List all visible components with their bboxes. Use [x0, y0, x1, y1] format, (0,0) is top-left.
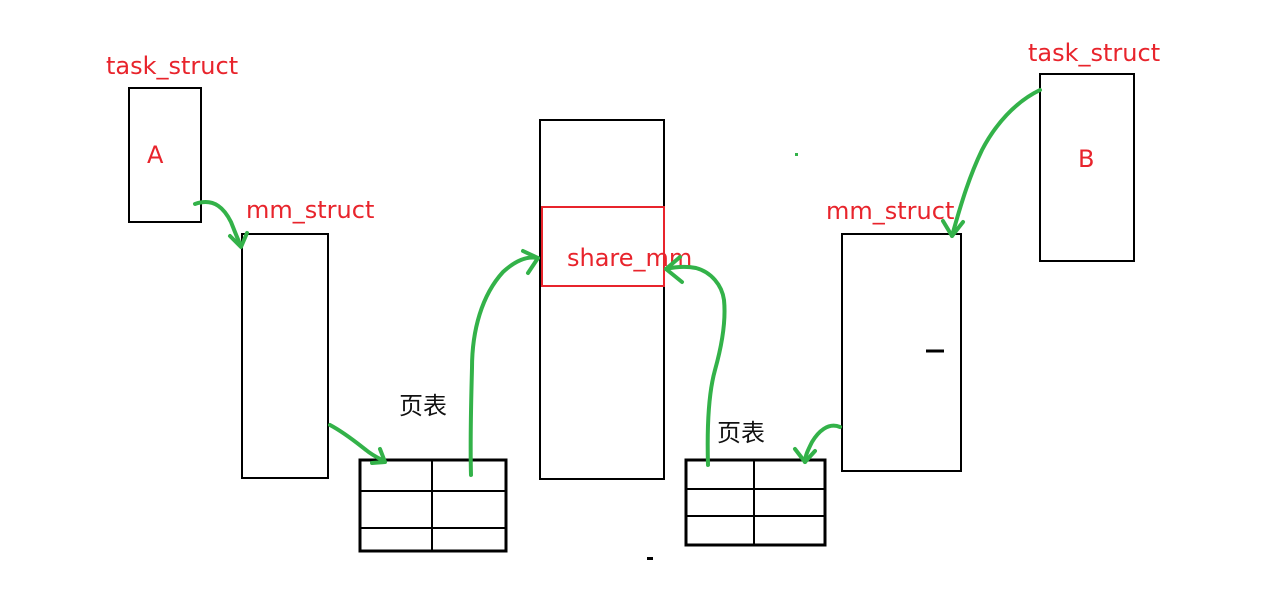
- physical-memory-box: [539, 119, 665, 480]
- mm-struct-a-label: mm_struct: [246, 196, 374, 224]
- page-table-b: [684, 458, 827, 547]
- arrow-mm-b-to-page-table-b: [793, 423, 842, 464]
- arrow-task-a-to-mm-a: [193, 200, 249, 249]
- page-table-a-label: 页表: [399, 392, 447, 420]
- arrow-page-table-b-to-share: [664, 255, 727, 467]
- arrow-page-table-a-to-share: [468, 249, 540, 477]
- task-struct-b-box: [1039, 73, 1135, 262]
- stray-dot-black: [647, 557, 653, 560]
- page-table-b-label: 页表: [717, 419, 765, 447]
- mm-struct-b-box: [841, 233, 962, 472]
- mm-struct-a-box: [241, 233, 329, 479]
- page-table-a: [358, 458, 508, 553]
- process-b-name: B: [1078, 145, 1094, 173]
- process-a-name: A: [147, 141, 164, 169]
- task-struct-a-label: task_struct: [106, 52, 238, 80]
- arrow-mm-a-to-page-table-a: [328, 423, 387, 465]
- arrow-task-b-to-mm-b: [941, 88, 1042, 238]
- task-struct-a-box: [128, 87, 202, 223]
- task-struct-b-label: task_struct: [1028, 39, 1160, 67]
- stray-dot-green: [795, 153, 798, 156]
- mm-struct-b-label: mm_struct: [826, 197, 954, 225]
- share-mm-region: [541, 206, 665, 287]
